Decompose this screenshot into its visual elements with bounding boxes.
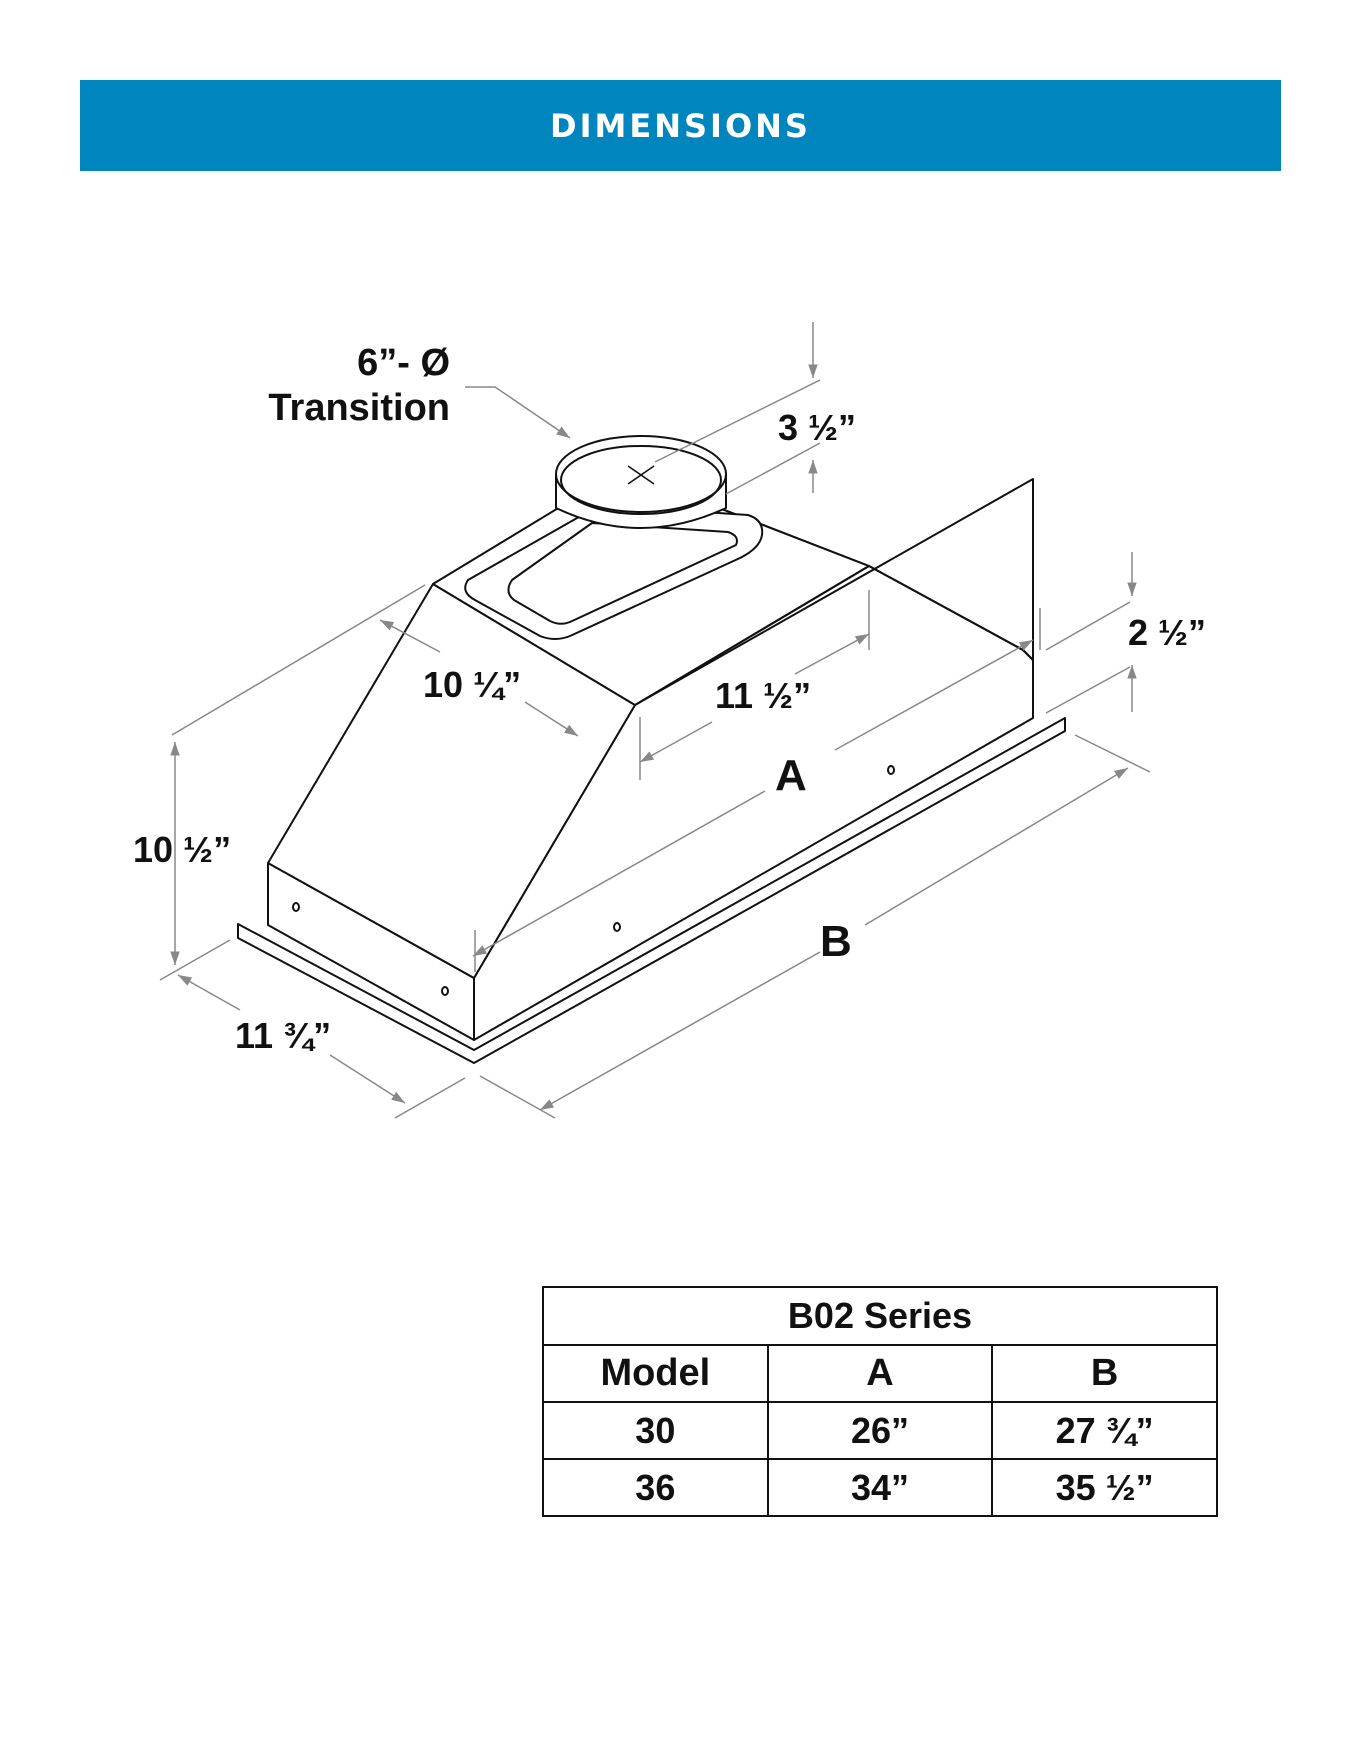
table-row: 36 34” 35 ½” (543, 1459, 1217, 1516)
cell-a: 26” (768, 1402, 993, 1459)
cell-b: 27 ¾” (992, 1402, 1217, 1459)
transition-height-label: 3 ½” (778, 407, 856, 448)
transition-label-name: Transition (268, 387, 450, 429)
side-height-label: 2 ½” (1128, 612, 1206, 653)
overall-height-label: 10 ½” (133, 829, 231, 870)
column-header-b: B (992, 1345, 1217, 1402)
top-width-label: 11 ½” (715, 675, 811, 716)
table-caption: B02 Series (543, 1287, 1217, 1345)
cell-b: 35 ½” (992, 1459, 1217, 1516)
column-header-a: A (768, 1345, 993, 1402)
overall-depth-label: 11 ¾” (235, 1015, 331, 1056)
cell-model: 36 (543, 1459, 768, 1516)
table-header-row: Model A B (543, 1345, 1217, 1402)
table-caption-row: B02 Series (543, 1287, 1217, 1345)
hood-drawing (238, 436, 1065, 1063)
cell-a: 34” (768, 1459, 993, 1516)
transition-label-diameter: 6”- Ø (357, 342, 450, 384)
table-row: 30 26” 27 ¾” (543, 1402, 1217, 1459)
column-header-model: Model (543, 1345, 768, 1402)
top-depth-label: 10 ¼” (423, 664, 521, 705)
range-hood-dimension-diagram: 6”- Ø Transition 3 ½” 10 ¼” 11 ½” 2 ½” 1… (0, 0, 1361, 1150)
series-dimensions-table: B02 Series Model A B 30 26” 27 ¾” 36 34”… (542, 1286, 1218, 1517)
dim-a-label: A (775, 751, 807, 800)
cell-model: 30 (543, 1402, 768, 1459)
dim-b-label: B (820, 917, 852, 966)
